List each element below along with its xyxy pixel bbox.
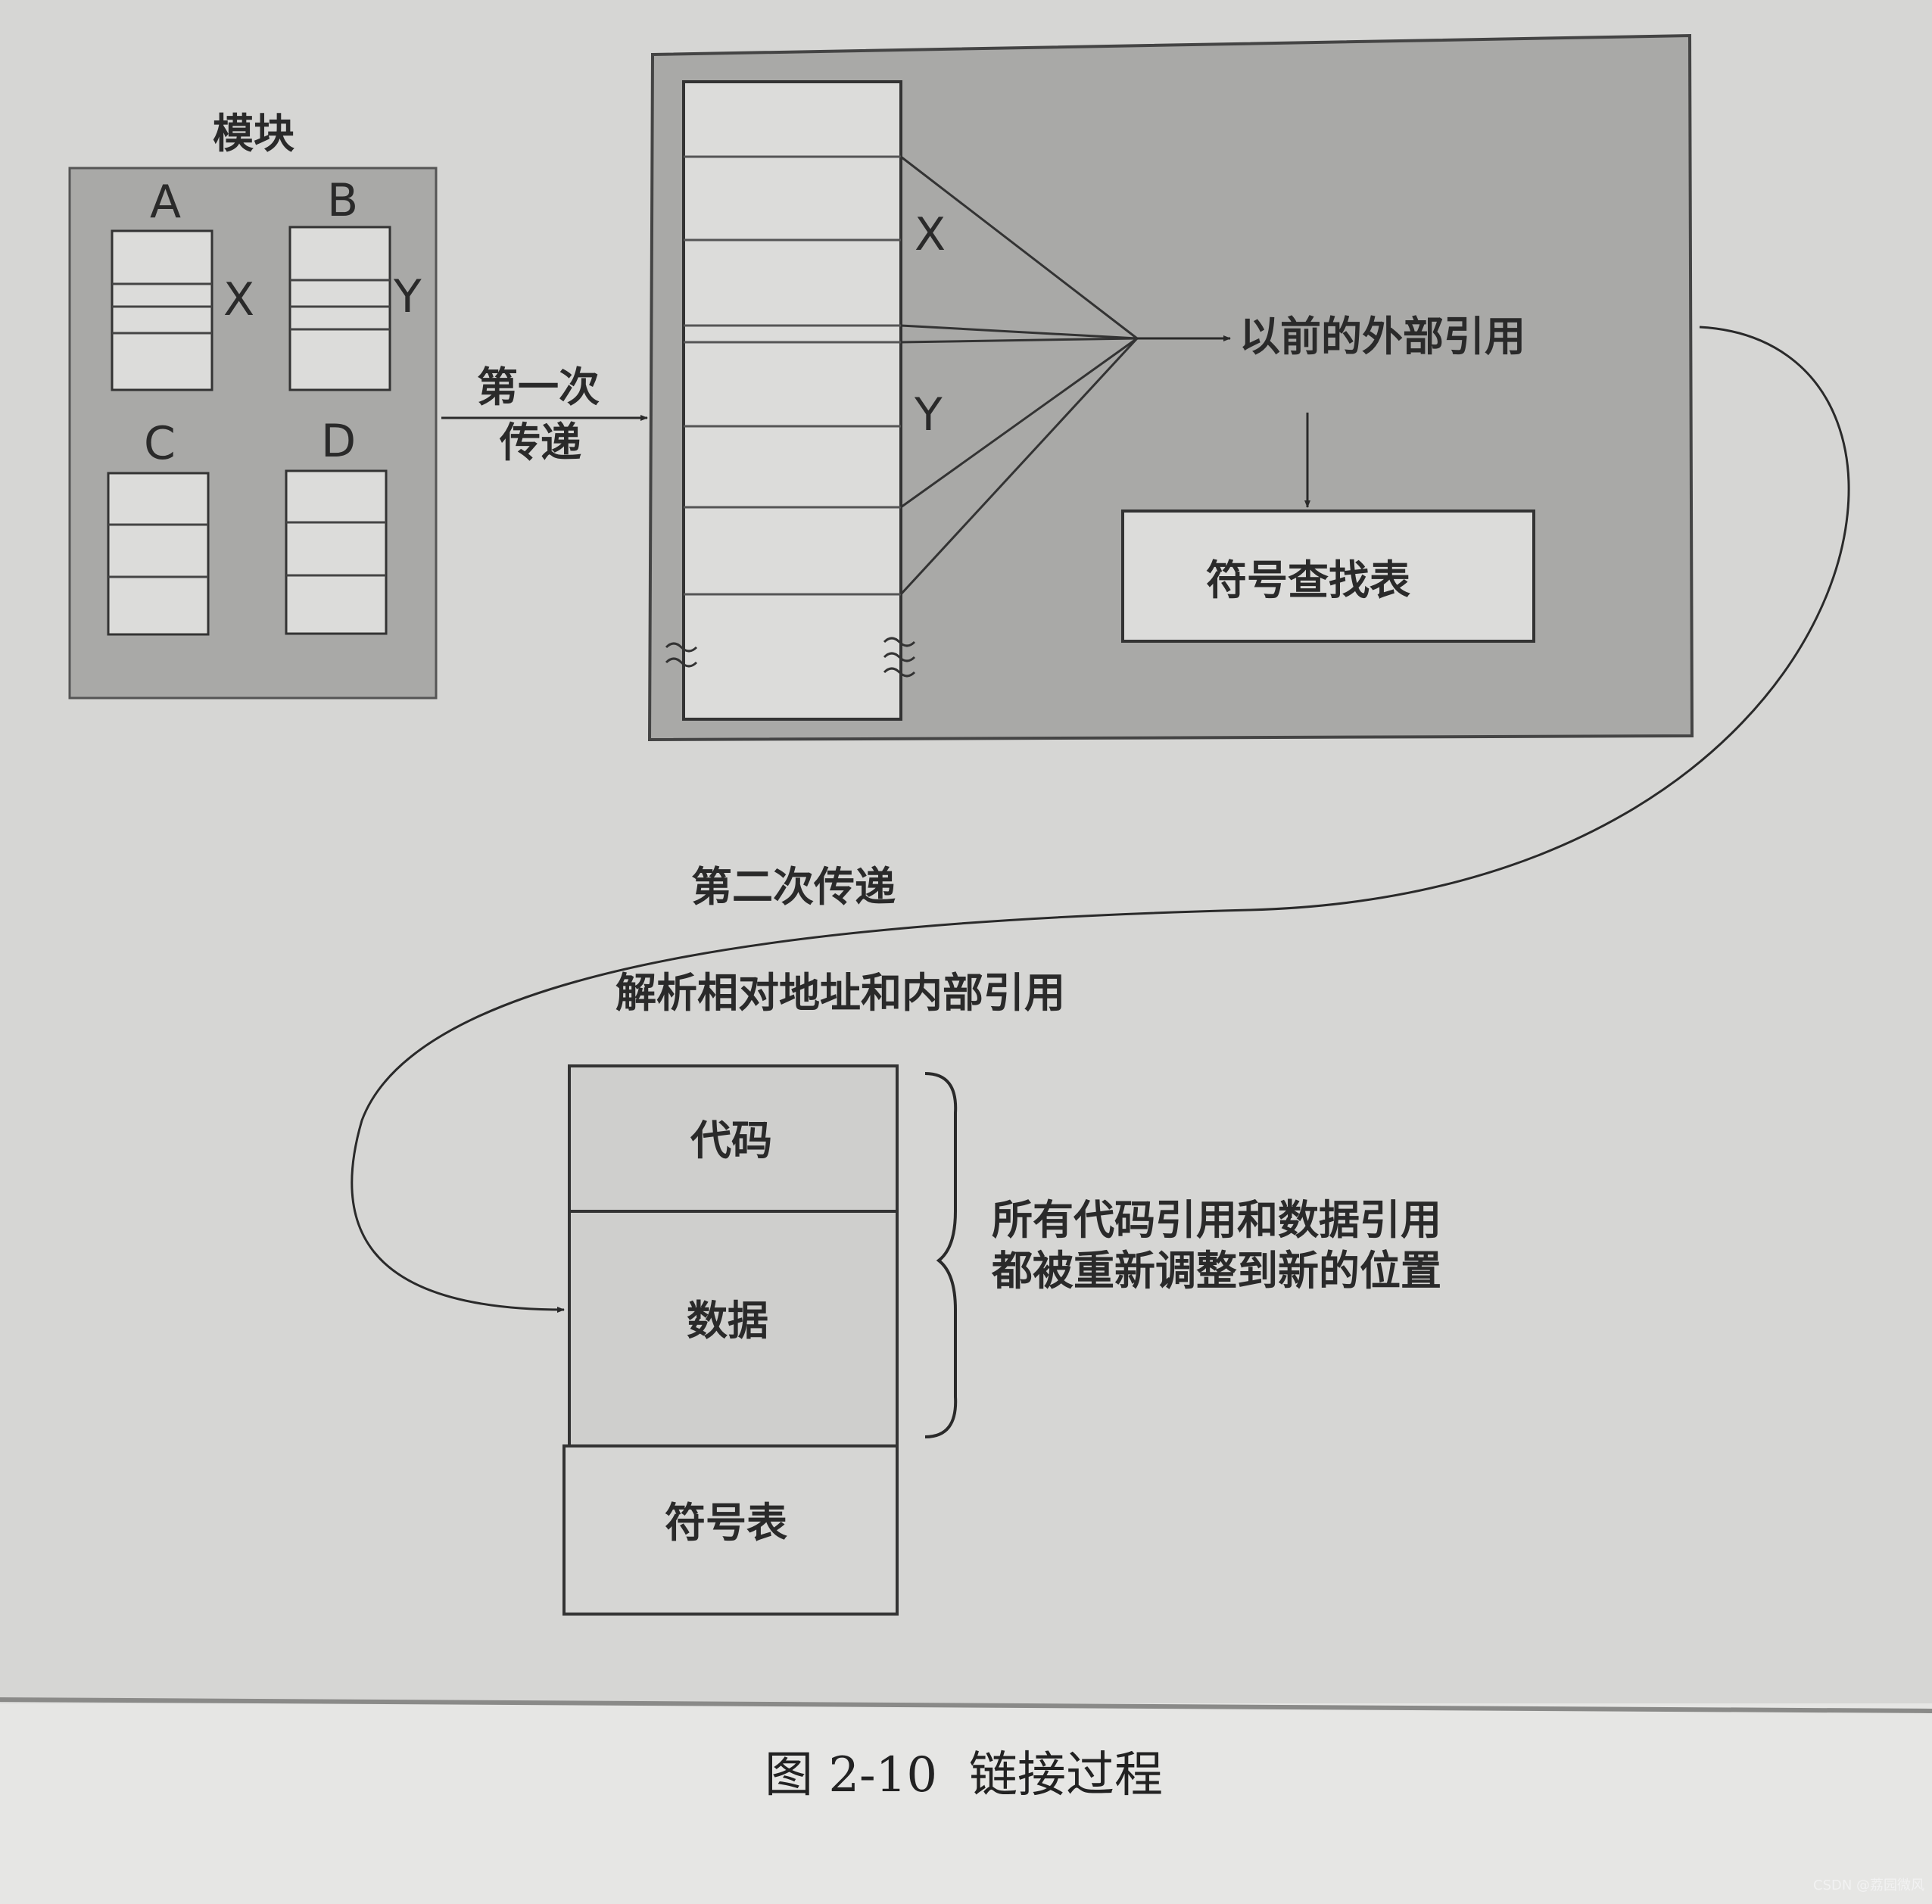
symbol-lookup-label: 符号查找表 (1206, 556, 1410, 604)
modules-title: 模块 (213, 110, 294, 157)
code-section-label: 代码 (690, 1117, 772, 1164)
symbol-lookup-box (1121, 509, 1535, 643)
module-a-label: A (150, 176, 182, 229)
modules-panel (68, 167, 438, 700)
second-pass-description: 解析相对地址和内部引用 (615, 969, 1065, 1017)
linked-symbol-y: Y (915, 388, 943, 441)
first-pass-label-line1: 第一次 (477, 363, 600, 411)
external-refs-label: 以前的外部引用 (1239, 313, 1525, 360)
module-symbol-x: X (223, 273, 255, 326)
first-pass-label-line2: 传递 (500, 419, 581, 466)
second-pass-label: 第二次传递 (691, 863, 896, 911)
symbol-table-section-label: 符号表 (665, 1499, 787, 1547)
figure-title: 链接过程 (969, 1747, 1163, 1803)
reference-fan-lines (899, 155, 1139, 596)
module-b (288, 226, 391, 391)
output-file (562, 1064, 899, 1616)
module-d (285, 469, 388, 635)
source-watermark: CSDN @荔园微风 (1813, 1878, 1925, 1893)
code-data-brace (924, 1072, 958, 1438)
linked-image-panel (647, 33, 1694, 742)
module-a (111, 229, 213, 391)
relocation-note-line1: 所有代码引用和数据引用 (992, 1196, 1441, 1244)
figure-number: 图 2-10 (765, 1747, 938, 1803)
data-section-label: 数据 (687, 1297, 768, 1345)
break-marks (665, 637, 916, 678)
module-c-label: C (144, 417, 176, 470)
module-b-label: B (327, 174, 359, 227)
module-c (107, 472, 210, 636)
module-symbol-y: Y (394, 270, 422, 323)
second-pass-curve (351, 326, 1850, 1313)
address-column (682, 80, 902, 721)
module-d-label: D (321, 415, 357, 468)
lower-page-strip (0, 1703, 1932, 1904)
linked-symbol-x: X (915, 208, 946, 261)
page-fold-line (0, 1697, 1932, 1713)
relocation-note-line2: 都被重新调整到新的位置 (992, 1247, 1441, 1295)
